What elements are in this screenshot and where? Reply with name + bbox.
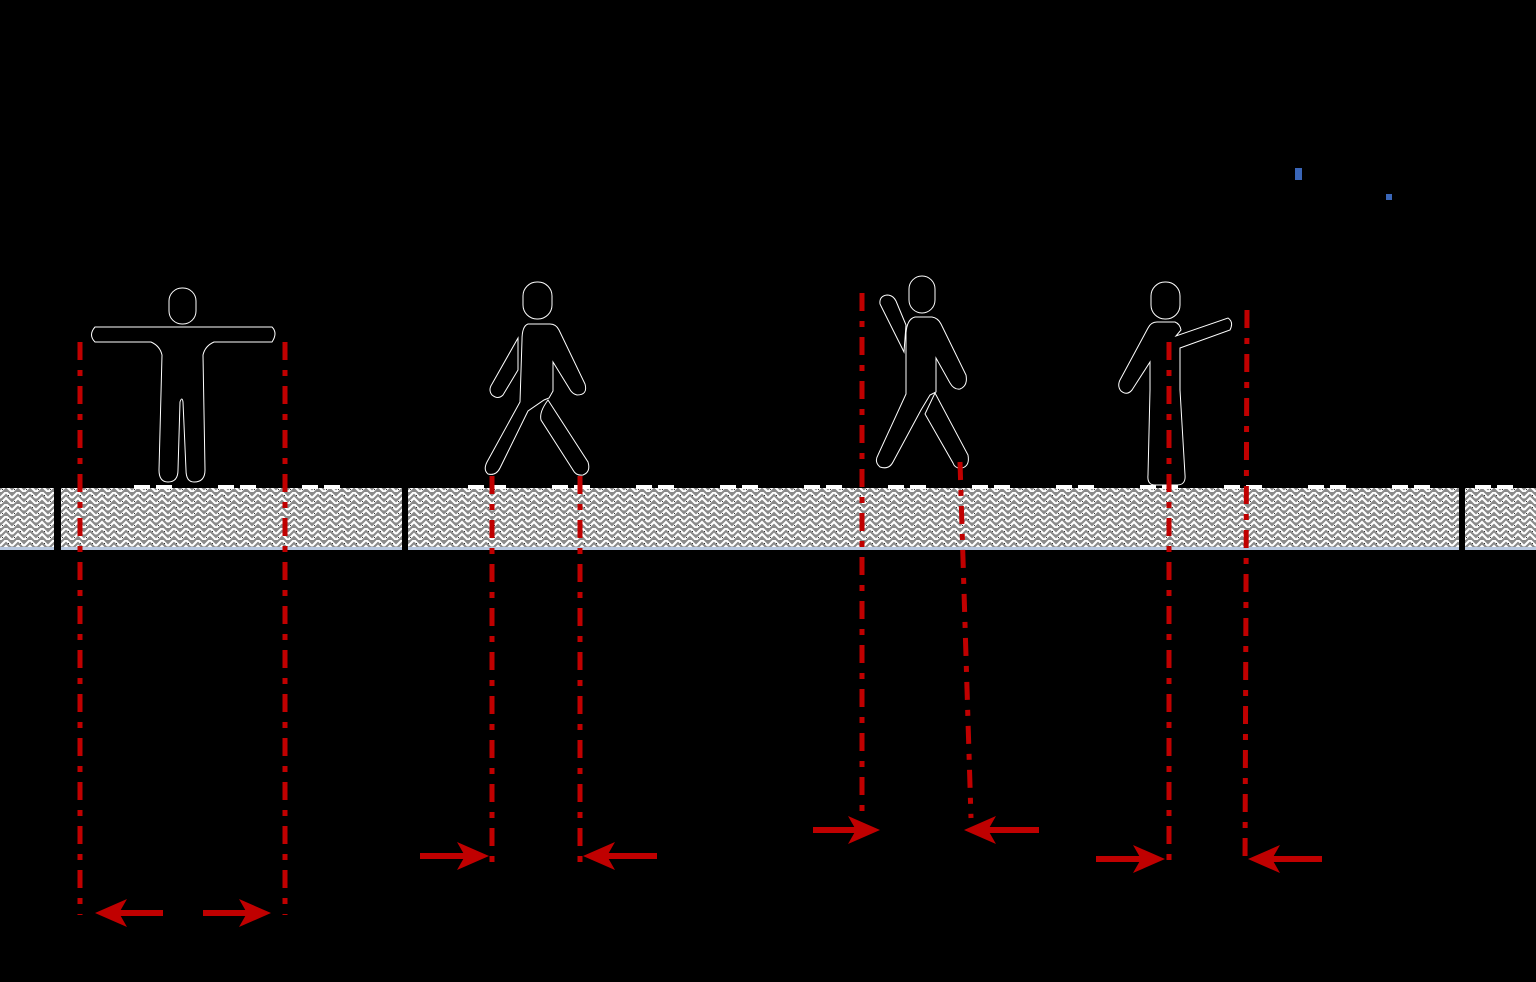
pavement-notch — [1308, 485, 1324, 489]
arrow-left-icon — [1248, 845, 1280, 873]
pavement-notch — [156, 485, 172, 489]
arrow-left-icon — [964, 816, 996, 844]
arrow-left-icon — [95, 899, 127, 927]
figure-back-arm — [489, 336, 519, 398]
pedestrian-figures — [91, 275, 1233, 486]
pavement-notch — [552, 485, 568, 489]
guide-line-right — [1242, 309, 1250, 867]
figure-head — [522, 281, 553, 320]
pavement-notch — [1246, 485, 1262, 489]
pavement-notch — [1392, 485, 1408, 489]
arrow-right-icon — [848, 816, 880, 844]
pavement-notch — [324, 485, 340, 489]
figure-torso-and-legs — [875, 316, 967, 469]
pavement-notch — [134, 485, 150, 489]
figure-front-leg — [924, 391, 969, 469]
guide-pair-1 — [77, 342, 288, 927]
pavement-edge — [0, 547, 54, 550]
pavement-notch — [972, 485, 988, 489]
pavement — [0, 485, 1536, 550]
pavement-notch — [1497, 485, 1513, 489]
pavement-notch — [888, 485, 904, 489]
pavement-notch — [742, 485, 758, 489]
pavement-edge — [1465, 547, 1536, 550]
pavement-notch — [1224, 485, 1240, 489]
walking-figure — [484, 281, 590, 476]
pavement-notch — [302, 485, 318, 489]
guide-pair-2 — [420, 476, 657, 870]
figure-raised-arm — [879, 294, 907, 354]
pavement-notch — [1330, 485, 1346, 489]
pavement-notch — [804, 485, 820, 489]
pavement-notch — [1056, 485, 1072, 489]
guide-pair-4 — [1096, 309, 1322, 873]
pavement-notch — [720, 485, 736, 489]
walking-waving-figure — [875, 275, 969, 469]
guide-pair-3 — [813, 293, 1039, 844]
pavement-notch — [994, 485, 1010, 489]
standing-arms-out-figure — [91, 287, 276, 483]
pavement-edge — [61, 547, 402, 550]
blue-markers — [1295, 168, 1392, 200]
pavement-notch — [826, 485, 842, 489]
figure-body — [91, 326, 276, 483]
pavement-notch — [658, 485, 674, 489]
dimension-guides — [77, 293, 1322, 927]
arrow-left-icon — [583, 842, 615, 870]
blue-marker-1 — [1295, 168, 1302, 180]
pavement-notch — [1475, 485, 1491, 489]
pavement-notch — [218, 485, 234, 489]
pavement-notch — [1078, 485, 1094, 489]
pavement-notch — [910, 485, 926, 489]
pavement-notch — [490, 485, 506, 489]
pavement-edge — [408, 547, 1459, 550]
figure-head — [908, 275, 936, 314]
arrow-right-icon — [1133, 845, 1165, 873]
guide-line-right — [957, 461, 974, 819]
arrow-right-icon — [457, 842, 489, 870]
pavement-segment — [408, 488, 1459, 550]
figure-head — [168, 287, 197, 325]
pavement-notch — [468, 485, 484, 489]
figure-torso-and-legs — [484, 323, 587, 475]
arrow-right-icon — [239, 899, 271, 927]
pavement-segment — [0, 488, 54, 550]
pavement-segment — [61, 488, 402, 550]
blue-marker-2 — [1386, 194, 1392, 200]
figure-head — [1150, 281, 1181, 320]
pavement-notch — [636, 485, 652, 489]
pavement-notch — [1414, 485, 1430, 489]
standing-pointing-figure — [1118, 281, 1233, 486]
pavement-notch — [240, 485, 256, 489]
figure-body — [1118, 317, 1233, 486]
pavement-segment — [1465, 488, 1536, 550]
pavement-notch — [1140, 485, 1156, 489]
figure-front-leg — [540, 399, 590, 476]
